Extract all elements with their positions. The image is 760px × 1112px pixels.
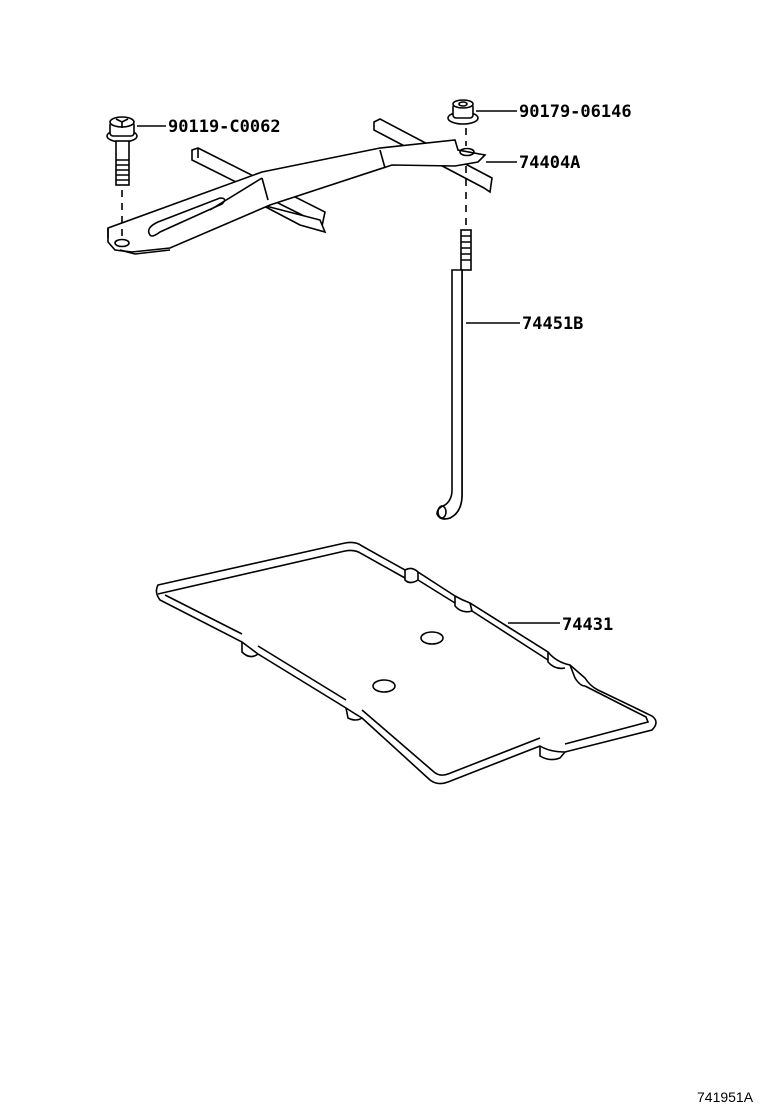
battery-clamp-74404A	[107, 139, 487, 255]
nut-90179-06146	[447, 99, 479, 228]
bolt-90119-C0062	[106, 116, 138, 238]
part-label-bolt: 90119-C0062	[168, 117, 281, 137]
hold-down-rod-74451B	[436, 229, 472, 520]
part-label-nut: 90179-06146	[519, 102, 632, 122]
part-label-rod: 74451B	[522, 314, 583, 334]
part-label-tray: 74431	[562, 615, 613, 635]
battery-tray-74431	[155, 541, 657, 785]
diagram-reference-number: 741951A	[697, 1089, 754, 1105]
part-label-clamp: 74404A	[519, 153, 580, 173]
